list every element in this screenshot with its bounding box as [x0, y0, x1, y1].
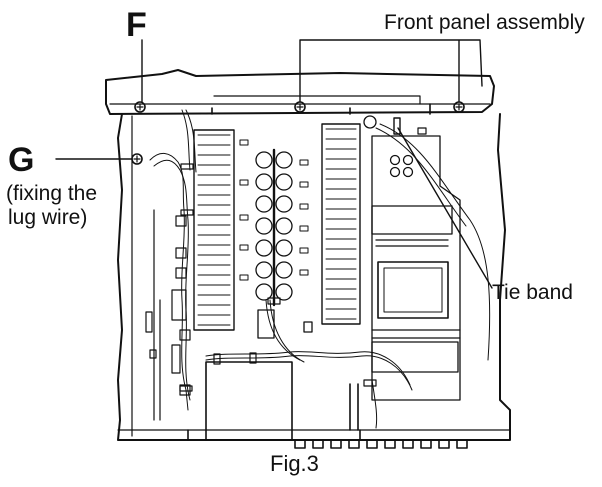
screw-g: [131, 153, 143, 165]
figure-caption: Fig.3: [270, 451, 319, 476]
label-tie-band: Tie band: [492, 281, 573, 304]
label-screw-g-note-line1: (fixing the: [6, 182, 98, 205]
right-board: [363, 115, 461, 401]
leader-front-panel: [299, 39, 483, 103]
left-heatsink: [193, 129, 235, 331]
screw-f-center: [294, 101, 306, 113]
screw-f-right: [453, 101, 465, 113]
transformer-block: [205, 361, 359, 441]
leader-tie-band: [397, 127, 493, 289]
chassis-body: [117, 113, 511, 441]
right-heatsink: [321, 123, 361, 325]
label-screw-f: F: [126, 6, 147, 44]
leader-lines: [55, 39, 493, 289]
label-screw-g: G: [8, 141, 35, 179]
bottom-connectors: [294, 439, 468, 449]
wire-harness: [149, 109, 491, 429]
capacitor-stack: [239, 139, 313, 339]
screw-f-left: [134, 101, 146, 113]
label-front-panel-assembly: Front panel assembly: [384, 11, 585, 34]
front-panel-assembly: [105, 69, 495, 115]
label-screw-g-note-line2: lug wire): [8, 206, 88, 229]
tie-band-clip: [393, 117, 401, 135]
